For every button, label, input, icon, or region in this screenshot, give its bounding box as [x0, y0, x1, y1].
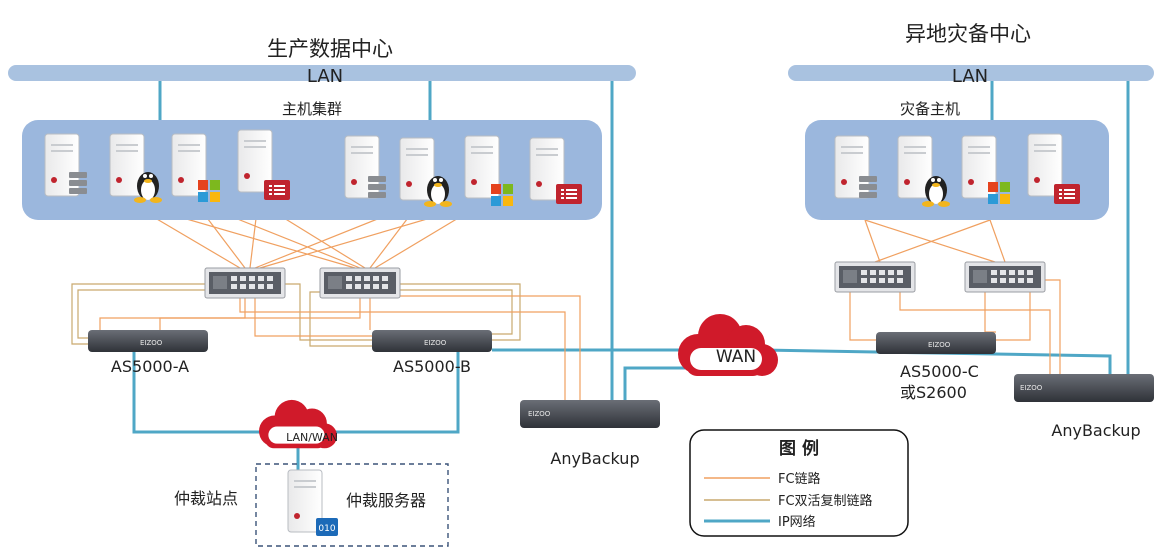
windows-icon	[491, 184, 513, 206]
storage-as5000-c-label-2: 或S2600	[900, 383, 967, 402]
legend-title: 图 例	[779, 438, 819, 459]
windows-icon	[198, 180, 220, 202]
storage-as5000-a-label: AS5000-A	[111, 357, 189, 376]
database-list-icon	[264, 180, 290, 200]
dr-hosts-label: 灾备主机	[900, 100, 960, 118]
device-brand-text: EIZOO	[140, 339, 163, 347]
arbitration-site-box	[255, 463, 449, 547]
device-brand-text: EIZOO	[528, 410, 551, 418]
device-brand-text: EIZOO	[1020, 384, 1043, 392]
linux-icon	[424, 176, 452, 207]
arbitration-badge-text: 010	[318, 524, 335, 534]
host-cluster-label: 主机集群	[282, 100, 342, 118]
fc-switch-3	[834, 261, 916, 293]
storage-as5000-c: EIZOO	[876, 332, 996, 354]
server-1	[44, 133, 80, 197]
disk-stack-icon	[69, 172, 87, 194]
lanwan-cloud-label: LAN/WAN	[286, 431, 338, 444]
remote-dc-title: 异地灾备中心	[905, 22, 1031, 46]
disk-stack-icon	[368, 176, 386, 198]
ip-links	[132, 81, 1130, 470]
lan-bar-left-label: LAN	[307, 66, 343, 87]
lan-bar-right-label: LAN	[952, 66, 988, 87]
legend-item-ip: IP网络	[778, 514, 816, 530]
anybackup-right-appliance: EIZOO	[1014, 374, 1154, 402]
windows-icon	[988, 182, 1010, 204]
linux-icon	[922, 176, 950, 207]
storage-as5000-c-label: AS5000-C	[900, 362, 979, 381]
primary-dc-title: 生产数据中心	[267, 37, 393, 61]
legend: 图 例 FC链路 FC双活复制链路 IP网络	[689, 429, 909, 537]
device-brand-text: EIZOO	[928, 341, 951, 349]
fc-switch-4	[964, 261, 1046, 293]
anybackup-left-appliance: EIZOO	[520, 400, 660, 428]
lan-bar-right	[788, 65, 1154, 81]
device-brand-text: EIZOO	[424, 339, 447, 347]
host-cluster-panel	[22, 120, 602, 220]
legend-item-fc: FC链路	[778, 471, 821, 487]
arbitration-badge-icon: 010	[316, 518, 338, 536]
legend-item-fc-replication: FC双活复制链路	[778, 493, 873, 509]
database-list-icon	[1054, 184, 1080, 204]
anybackup-right-label: AnyBackup	[1051, 421, 1140, 440]
arbitration-server-label: 仲裁服务器	[346, 491, 426, 510]
wan-cloud-label: WAN	[716, 347, 756, 367]
storage-as5000-b: EIZOO	[372, 330, 492, 352]
arbitration-site-label: 仲裁站点	[174, 489, 238, 508]
fc-switch-2	[319, 267, 401, 299]
database-list-icon	[556, 184, 582, 204]
anybackup-left-label: AnyBackup	[550, 449, 639, 468]
storage-as5000-a: EIZOO	[88, 330, 208, 352]
linux-icon	[134, 172, 162, 203]
fc-switch-1	[204, 267, 286, 299]
disk-stack-icon	[859, 176, 877, 198]
storage-as5000-b-label: AS5000-B	[393, 357, 471, 376]
lan-bar-left	[8, 65, 636, 81]
